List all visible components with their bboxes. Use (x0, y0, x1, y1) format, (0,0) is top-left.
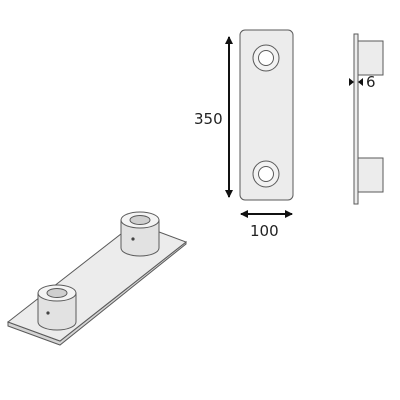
set-screw-hole (46, 311, 50, 315)
thickness-arrow-left (349, 78, 354, 86)
plate-side-profile (353, 33, 359, 205)
thickness-arrow-right (358, 78, 363, 86)
bottom-boss-hole (252, 160, 280, 188)
top-boss-profile (357, 40, 384, 76)
side-view: 6 (349, 33, 384, 205)
plate-front-outline (239, 29, 294, 201)
rear-boss (120, 211, 160, 257)
height-dimension-label: 350 (194, 110, 223, 128)
front-boss (37, 284, 77, 331)
width-dimension-label: 100 (250, 222, 279, 240)
front-view: 350 100 (194, 29, 294, 240)
set-screw-hole (131, 237, 135, 241)
isometric-view (6, 211, 188, 346)
bottom-boss-profile (357, 157, 384, 193)
thickness-dimension-label: 6 (366, 73, 376, 91)
top-boss-hole (252, 44, 280, 72)
